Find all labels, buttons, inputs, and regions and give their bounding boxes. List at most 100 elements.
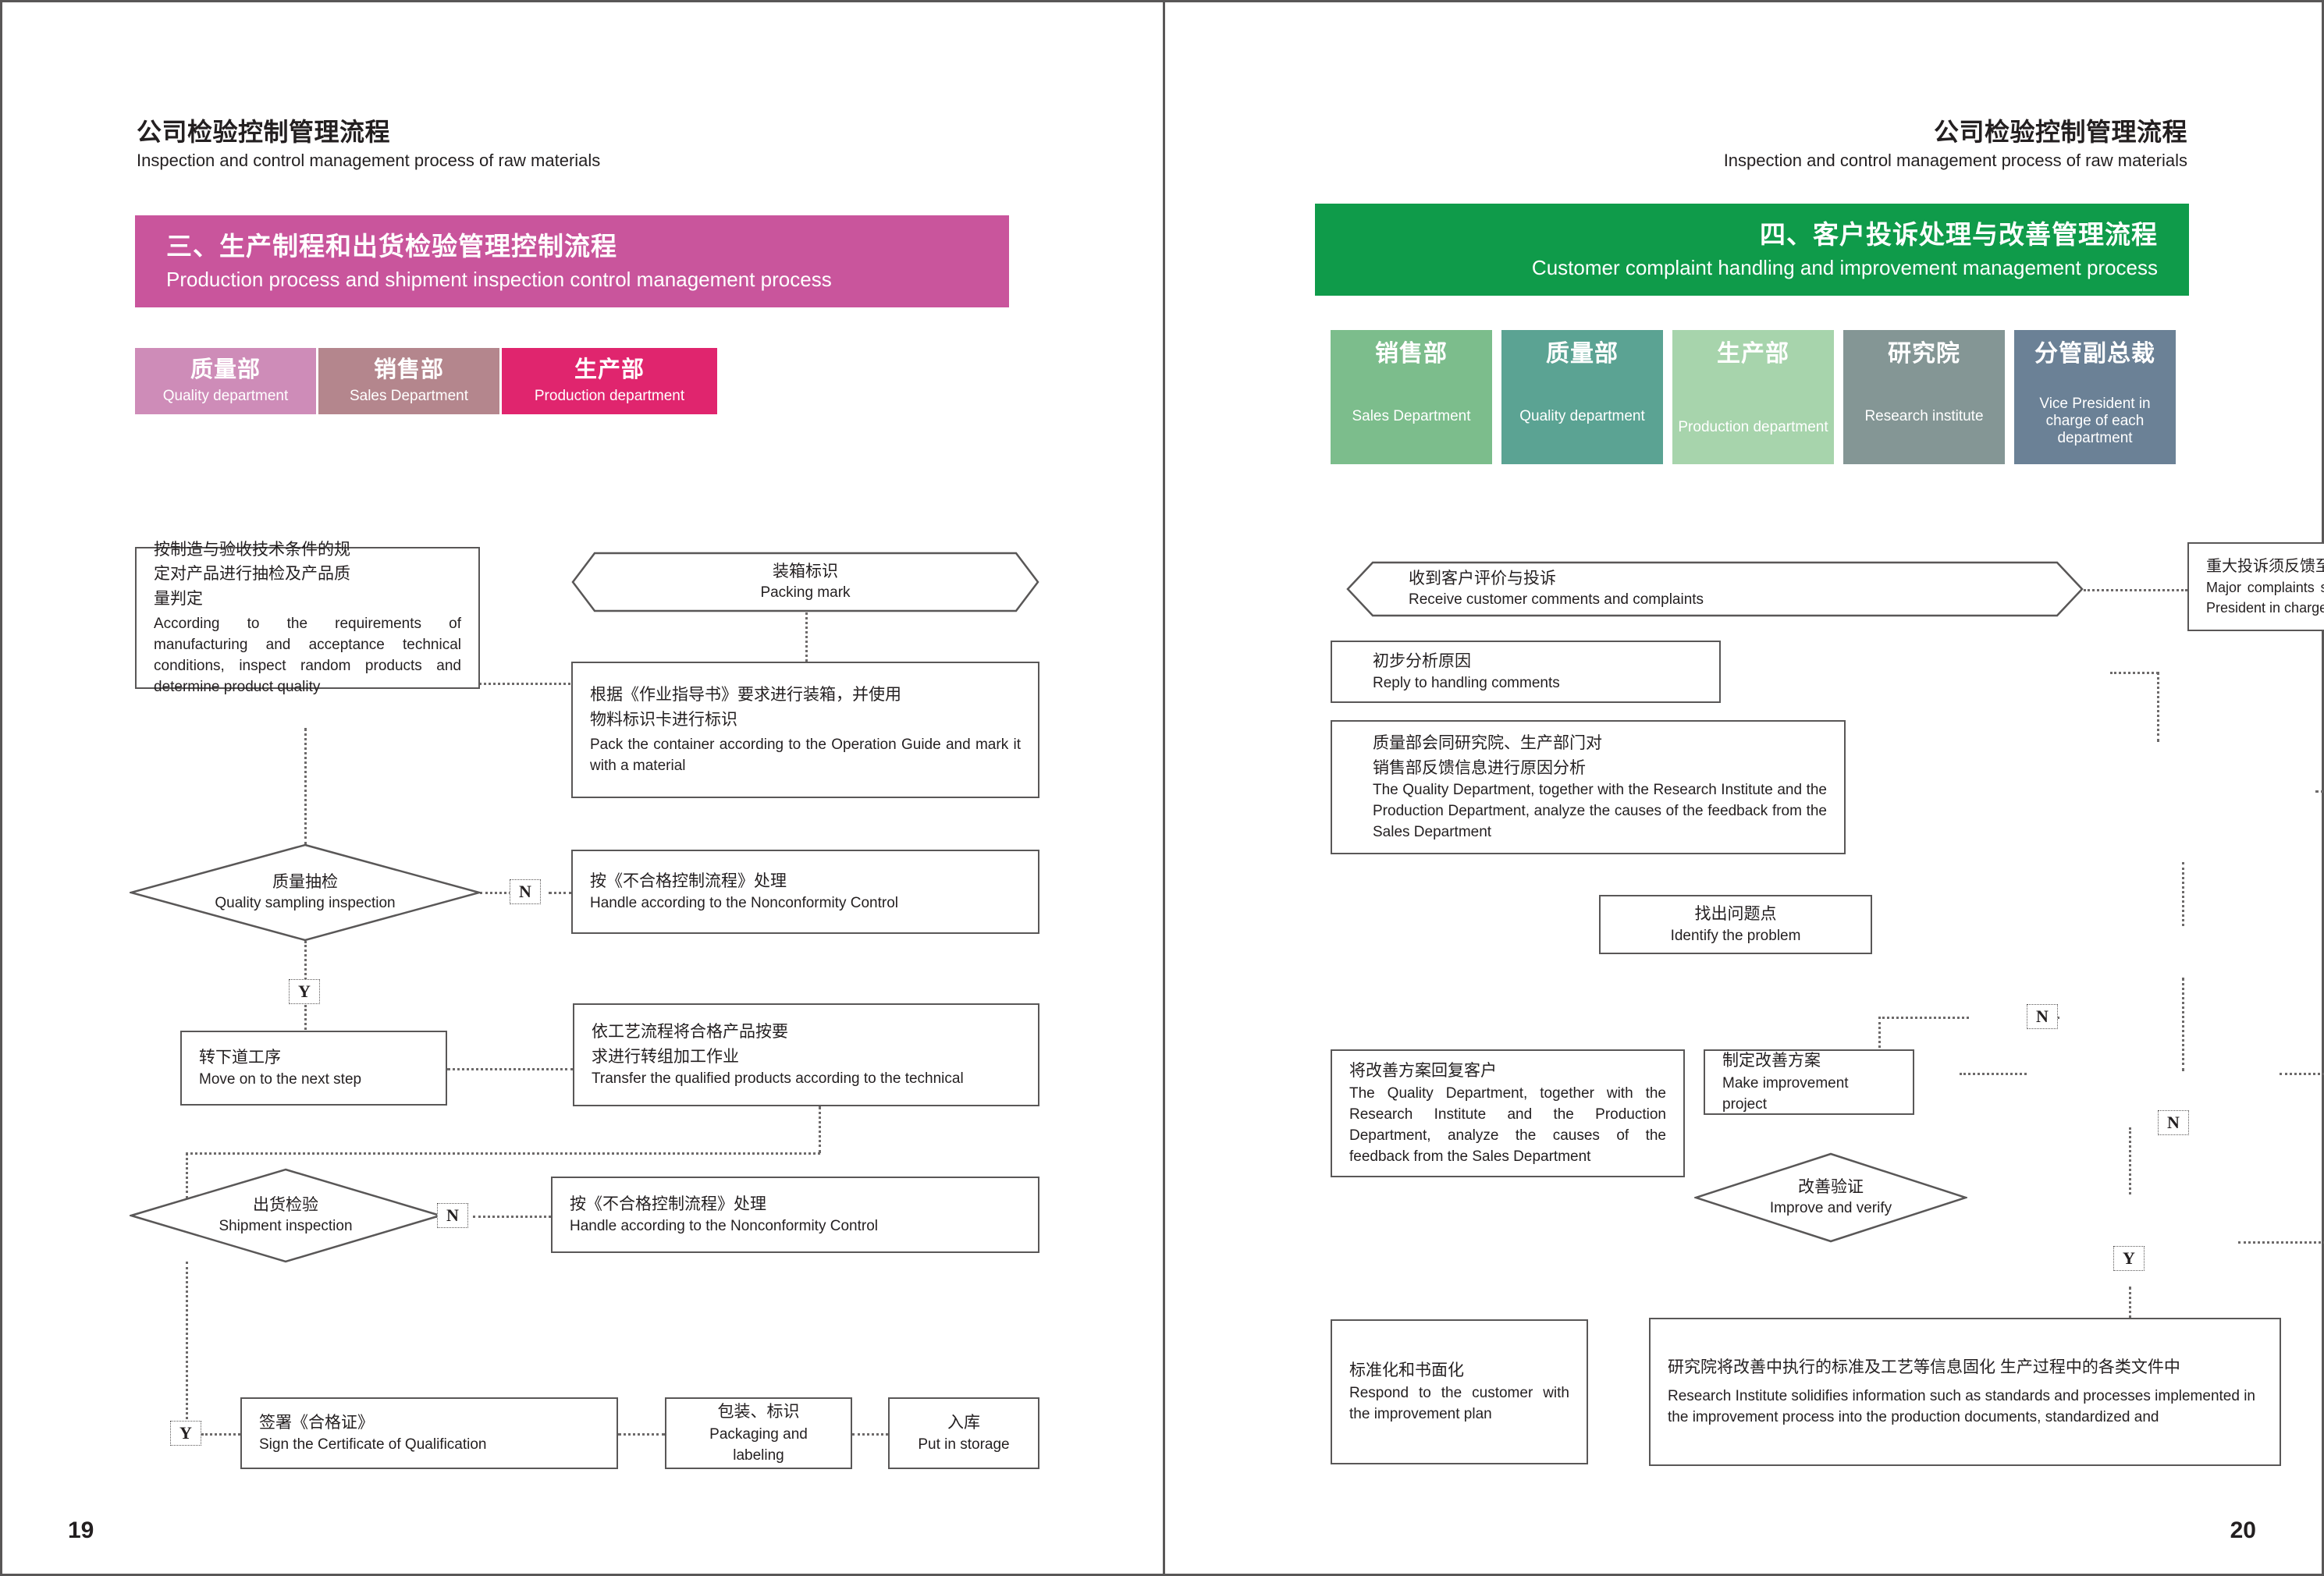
node-text-en: The Quality Department, together with th… [1373,782,1827,840]
lane-label-cn: 研究院 [1888,341,1960,367]
node-put-storage: 入库 Put in storage [888,1397,1039,1469]
node-text-cn: 质量部会同研究院、生产部门对 [1373,734,1602,753]
node-receive-complaints: 收到客户评价与投诉 Receive customer comments and … [1346,561,2084,617]
node-text-cn: 入库 [947,1413,980,1432]
node-text-cn: 将改善方案回复客户 [1349,1062,1497,1081]
branch-label-y-shipment: Y [170,1421,201,1446]
connector [852,1433,888,1436]
node-text-en: Sign the Certificate of Qualification [259,1436,487,1454]
node-packaging-labeling: 包装、标识 Packaging and labeling [665,1397,852,1469]
lane-label-en: Vice President in charge of each departm… [2039,396,2151,447]
running-head-cn: 公司检验控制管理流程 [137,118,391,146]
node-text-cn: 找出问题点 [1694,904,1777,923]
node-identify-problem: 找出问题点 Identify the problem [1599,895,1872,954]
node-text-en: Receive customer comments and complaints [1409,591,1704,609]
connector [479,683,570,685]
lane-production-department: 生产部 Production department [1672,330,1834,464]
connector [2315,790,2324,793]
node-text-en: Put in storage [918,1436,1010,1454]
node-text-cn: 按《不合格控制流程》处理 [590,871,787,890]
section-banner-title-cn: 三、生产制程和出货检验管理控制流程 [166,231,617,261]
connector [618,1433,665,1436]
lane-label-en: Quality department [1519,408,1645,425]
node-cause-analysis: 质量部会同研究院、生产部门对 销售部反馈信息进行原因分析 The Quality… [1331,720,1846,854]
connector [304,941,307,980]
branch-label-text: Y [2123,1248,2135,1268]
lane-sales-department: 销售部 Sales Department [1331,330,1492,464]
node-text-cn: 重大投诉须反馈至分管副总裁及总裁 [2206,558,2324,576]
branch-label-text: Y [179,1423,192,1443]
page-number-left: 19 [68,1517,94,1543]
node-text-cn: 依工艺流程将合格产品按要 [592,1023,788,1042]
branch-label-text: N [2036,1006,2049,1026]
node-text-cn: 销售部反馈信息进行原因分析 [1373,758,1586,777]
node-text-en: Packing mark [760,584,851,602]
node-text-cn: 求进行转组加工作业 [592,1047,739,1066]
branch-label-n-identify: N [2027,1004,2058,1029]
node-text-en: Move on to the next step [199,1071,362,1088]
lane-quality-department: 质量部 Quality department [1501,330,1663,464]
connector [2280,1073,2324,1075]
node-nonconformity-2: 按《不合格控制流程》处理 Handle according to the Non… [551,1177,1039,1253]
node-text-cn: 量判定 [154,589,203,608]
branch-label-text: N [2167,1113,2180,1132]
node-text-en: Research Institute solidifies informatio… [1668,1387,2255,1425]
connector [549,892,572,894]
lane-label-en: Production department [1678,419,1828,436]
connector [2110,672,2159,674]
lane-label-cn: 生产部 [574,357,645,382]
node-text-en: Reply to handling comments [1373,675,1560,692]
connector [819,1106,821,1153]
lane-label-en: Production department [534,387,685,404]
running-head-left: 公司检验控制管理流程 Inspection and control manage… [137,118,600,172]
node-text-en: Handle according to the Nonconformity Co… [590,895,898,912]
connector [1960,1073,2027,1075]
running-head-en: Inspection and control management proces… [137,150,601,170]
lane-label-en: Sales Department [349,387,469,404]
page-number-right: 20 [2230,1517,2256,1543]
connector [473,1216,551,1218]
connector [304,728,307,845]
department-lanes-left: 质量部 Quality department 销售部 Sales Departm… [135,348,717,414]
lane-label-cn: 分管副总裁 [2034,341,2155,367]
node-text-cn: 物料标识卡进行标识 [590,710,737,729]
connector [2182,978,2184,1071]
connector [2238,1241,2324,1244]
section-banner-title-en: Production process and shipment inspecti… [166,268,832,292]
lane-label-en: Quality department [162,387,289,404]
node-text-en: Shipment inspection [219,1218,353,1235]
connector [186,1262,188,1433]
running-head-cn: 公司检验控制管理流程 [1933,118,2187,146]
section-banner-left: 三、生产制程和出货检验管理控制流程 Production process and… [135,215,1009,307]
node-next-step: 转下道工序 Move on to the next step [180,1031,447,1106]
connector [201,1433,240,1436]
node-reply-plan-customer: 将改善方案回复客户 The Quality Department, togeth… [1331,1049,1685,1177]
node-nonconformity-1: 按《不合格控制流程》处理 Handle according to the Non… [571,850,1039,934]
connector [2182,862,2184,926]
node-inspect-spec: 按制造与验收技术条件的规 定对产品进行抽检及产品质 量判定 According … [135,541,480,695]
connector [186,1152,820,1155]
node-text-en: Quality sampling inspection [215,895,396,912]
connector [2157,672,2159,742]
node-text-cn: 定对产品进行抽检及产品质 [154,565,350,584]
node-solidify-info: 研究院将改善中执行的标准及工艺等信息固化 生产过程中的各类文件中 Researc… [1649,1318,2281,1466]
node-standardize: 标准化和书面化 Respond to the customer with the… [1331,1319,1588,1464]
node-improve-verify: 改善验证 Improve and verify [1694,1152,1967,1243]
department-lanes-right: 销售部 Sales Department 质量部 Quality departm… [1331,330,2176,464]
branch-label-y-quality: Y [289,979,320,1004]
lane-label-cn: 生产部 [1717,341,1789,367]
node-text-en: The Quality Department, together with th… [1349,1084,1666,1165]
node-text-en: Transfer the qualified products accordin… [592,1070,964,1088]
page-19: 公司检验控制管理流程 Inspection and control manage… [0,0,1163,1576]
node-shipment-inspection: 出货检验 Shipment inspection [130,1168,442,1263]
node-quality-sampling: 质量抽检 Quality sampling inspection [130,843,481,942]
node-text-cn: 改善验证 [1798,1178,1864,1196]
node-text-en: Major complaints should be reported to t… [2206,580,2324,616]
lane-label-en: Sales Department [1352,408,1471,425]
node-pack-container: 根据《作业指导书》要求进行装箱，并使用 物料标识卡进行标识 Pack the c… [571,662,1039,798]
node-packing-mark: 装箱标识 Packing mark [571,552,1039,612]
node-text-cn: 收到客户评价与投诉 [1409,570,1556,587]
connector [1878,1017,1969,1019]
lane-label-cn: 销售部 [1375,341,1448,367]
